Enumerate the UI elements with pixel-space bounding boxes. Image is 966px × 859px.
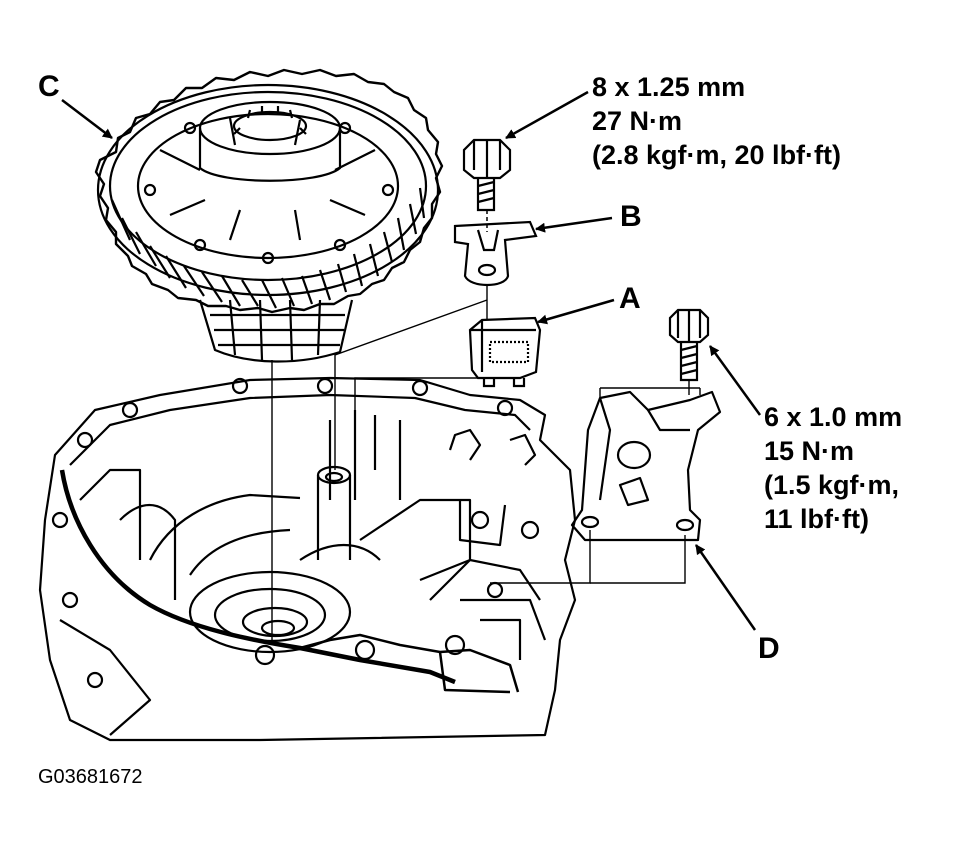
spec-lower-size: 6 x 1.0 mm (764, 402, 903, 432)
callout-c: C (38, 70, 60, 103)
arrow-bolt-lower (708, 345, 762, 416)
spec-lower-alt-1: (1.5 kgf·m, (764, 470, 900, 500)
arrow-bolt-upper (505, 90, 589, 140)
upper-flange-bolt (462, 138, 512, 232)
leader-arrows (61, 90, 762, 631)
final-drive-gear (94, 68, 444, 363)
arrow-c (61, 99, 113, 139)
arrow-a (537, 298, 615, 325)
lock-plate (453, 220, 538, 287)
speed-sensor (468, 316, 542, 388)
spec-upper-alt: (2.8 kgf·m, 20 lbf·ft) (592, 140, 842, 170)
arrow-d (694, 544, 757, 631)
callout-a: A (619, 282, 641, 315)
spec-upper-torque: 27 N·m (592, 106, 683, 136)
spec-lower-torque: 15 N·m (764, 436, 855, 466)
figure-code: G03681672 (38, 766, 143, 788)
spec-lower-alt-2: 11 lbf·ft) (764, 504, 869, 534)
spec-upper-size: 8 x 1.25 mm (592, 72, 746, 102)
assembly-lines (271, 285, 701, 640)
mounting-bracket (570, 390, 722, 542)
callout-d: D (758, 632, 780, 665)
arrow-b (535, 216, 613, 233)
transmission-housing (38, 376, 577, 742)
lower-bracket-bolt (668, 308, 710, 382)
callout-b: B (620, 200, 642, 233)
